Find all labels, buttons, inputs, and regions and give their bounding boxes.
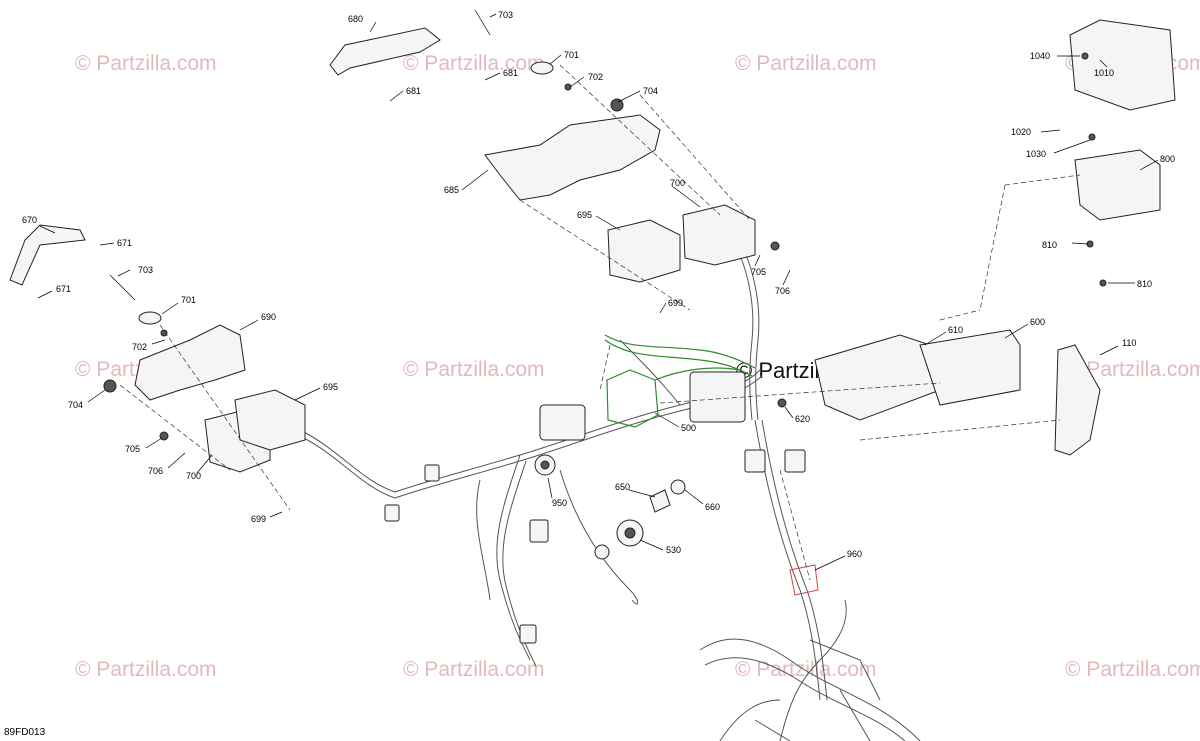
left-assembly: [9, 224, 306, 473]
callout-681: 681: [503, 68, 518, 78]
diagram-code: 89FD013: [4, 727, 46, 738]
callout-706: 706: [775, 286, 790, 296]
callout-700: 700: [670, 178, 685, 188]
callout-680: 680: [348, 14, 363, 24]
callout-702: 702: [132, 342, 147, 352]
callout-681: 681: [406, 86, 421, 96]
callout-699: 699: [668, 298, 683, 308]
callout-600: 600: [1030, 317, 1045, 327]
callout-110: 110: [1122, 338, 1136, 348]
callout-703: 703: [498, 10, 513, 20]
watermark: © Partzilla.com: [1065, 358, 1200, 381]
leader-lines: [37, 13, 1159, 571]
callout-800: 800: [1160, 154, 1175, 164]
callout-500: 500: [681, 423, 696, 433]
watermark: © Partzilla.com: [403, 358, 545, 381]
small-parts: [534, 454, 819, 596]
watermark: © Partzilla.com: [735, 52, 877, 75]
callout-660: 660: [705, 502, 720, 512]
callout-1020: 1020: [1011, 127, 1031, 137]
callout-950: 950: [552, 498, 567, 508]
callout-704: 704: [68, 400, 83, 410]
callout-699: 699: [251, 514, 266, 524]
callout-650: 650: [615, 482, 630, 492]
callout-703: 703: [138, 265, 153, 275]
callout-671: 671: [56, 284, 71, 294]
watermark: © Partzilla.com: [403, 52, 545, 75]
callout-695: 695: [577, 210, 592, 220]
callout-610: 610: [948, 325, 963, 335]
callout-706: 706: [148, 466, 163, 476]
callout-701: 701: [181, 295, 196, 305]
callout-1010: 1010: [1094, 68, 1114, 78]
callout-620: 620: [795, 414, 810, 424]
callout-labels: 680 703 701 681 702 681 704 685 700 695 …: [22, 10, 1175, 559]
callout-701: 701: [564, 50, 579, 60]
callout-704: 704: [643, 86, 658, 96]
callout-1030: 1030: [1026, 149, 1046, 159]
wiring-harness: [299, 254, 828, 701]
callout-670: 670: [22, 215, 37, 225]
callout-671: 671: [117, 238, 132, 248]
callout-700: 700: [186, 471, 201, 481]
callout-810: 810: [1137, 279, 1152, 289]
callout-705: 705: [751, 267, 766, 277]
callout-530: 530: [666, 545, 681, 555]
callout-1040: 1040: [1030, 51, 1050, 61]
callout-960: 960: [847, 549, 862, 559]
top-center-assembly: [329, 9, 780, 283]
frame: [699, 599, 921, 741]
watermark: © Partzilla.com: [1065, 658, 1200, 681]
callout-690: 690: [261, 312, 276, 322]
callout-810: 810: [1042, 240, 1057, 250]
callout-685: 685: [444, 185, 459, 195]
watermark: © Partzilla.com: [75, 658, 217, 681]
callout-695: 695: [323, 382, 338, 392]
watermark: © Partzilla.com: [403, 658, 545, 681]
callout-705: 705: [125, 444, 140, 454]
callout-702: 702: [588, 72, 603, 82]
right-modules: [777, 19, 1176, 456]
watermark: © Partzilla.com: [75, 52, 217, 75]
watermark: © Partzilla.com: [735, 658, 877, 681]
